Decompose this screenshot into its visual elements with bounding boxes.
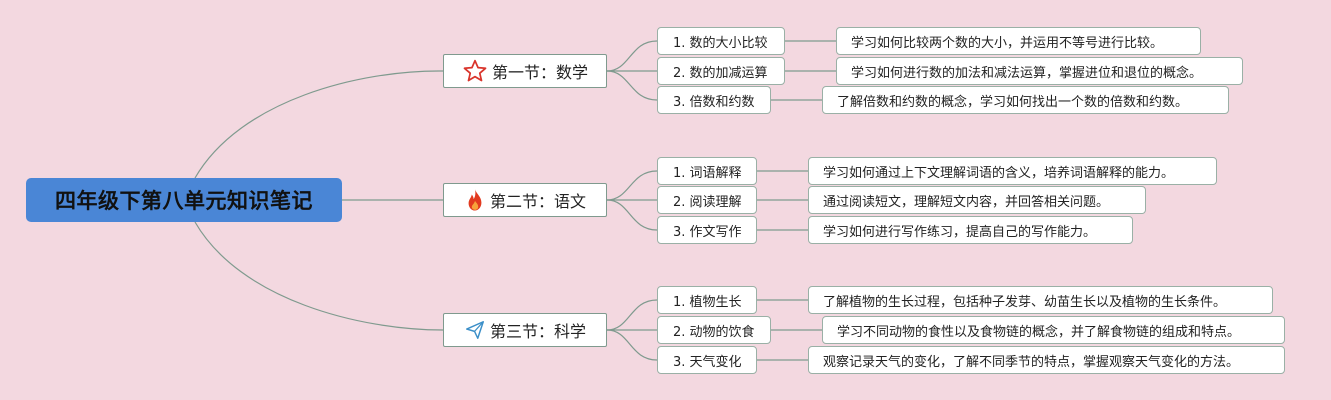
topic-description[interactable]: 了解植物的生长过程，包括种子发芽、幼苗生长以及植物的生长条件。 <box>808 286 1273 314</box>
topic-label: 3. 作文写作 <box>673 224 742 240</box>
topic-label: 1. 词语解释 <box>673 165 742 181</box>
topic-node[interactable]: 3. 倍数和约数 <box>657 86 771 114</box>
topic-description[interactable]: 了解倍数和约数的概念，学习如何找出一个数的倍数和约数。 <box>822 86 1229 114</box>
description-text: 通过阅读短文，理解短文内容，并回答相关问题。 <box>823 194 1110 210</box>
topic-node[interactable]: 1. 植物生长 <box>657 286 757 314</box>
description-text: 学习如何通过上下文理解词语的含义，培养词语解释的能力。 <box>823 165 1175 181</box>
topic-label: 1. 数的大小比较 <box>673 35 768 51</box>
description-text: 学习如何进行写作练习，提高自己的写作能力。 <box>823 224 1097 240</box>
topic-label: 3. 倍数和约数 <box>673 94 755 110</box>
topic-description[interactable]: 学习不同动物的食性以及食物链的概念，并了解食物链的组成和特点。 <box>822 316 1285 344</box>
description-text: 学习不同动物的食性以及食物链的概念，并了解食物链的组成和特点。 <box>837 324 1241 340</box>
section-science[interactable]: 第三节：科学 <box>443 313 607 347</box>
topic-description[interactable]: 观察记录天气的变化，了解不同季节的特点，掌握观察天气变化的方法。 <box>808 346 1285 374</box>
fire-icon <box>468 189 482 211</box>
topic-node[interactable]: 2. 动物的饮食 <box>657 316 771 344</box>
topic-label: 2. 动物的饮食 <box>673 324 755 340</box>
topic-description[interactable]: 学习如何进行数的加法和减法运算，掌握进位和退位的概念。 <box>836 57 1243 85</box>
topic-label: 1. 植物生长 <box>673 294 742 310</box>
topic-description[interactable]: 学习如何比较两个数的大小，并运用不等号进行比较。 <box>836 27 1201 55</box>
topic-node[interactable]: 3. 天气变化 <box>657 346 757 374</box>
topic-node[interactable]: 1. 数的大小比较 <box>657 27 785 55</box>
description-text: 观察记录天气的变化，了解不同季节的特点，掌握观察天气变化的方法。 <box>823 354 1240 370</box>
topic-node[interactable]: 3. 作文写作 <box>657 216 757 244</box>
description-text: 了解倍数和约数的概念，学习如何找出一个数的倍数和约数。 <box>837 94 1189 110</box>
topic-label: 3. 天气变化 <box>673 354 742 370</box>
central-topic-label: 四年级下第八单元知识笔记 <box>55 189 313 213</box>
paper-plane-icon <box>466 321 484 339</box>
star-icon <box>463 59 487 82</box>
topic-description[interactable]: 学习如何通过上下文理解词语的含义，培养词语解释的能力。 <box>808 157 1217 185</box>
topic-node[interactable]: 2. 阅读理解 <box>657 186 757 214</box>
central-topic[interactable]: 四年级下第八单元知识笔记 <box>26 178 342 222</box>
section-math[interactable]: 第一节：数学 <box>443 54 607 88</box>
section-title: 第二节：语文 <box>489 192 586 211</box>
topic-label: 2. 阅读理解 <box>673 194 742 210</box>
topic-node[interactable]: 2. 数的加减运算 <box>657 57 785 85</box>
description-text: 学习如何进行数的加法和减法运算，掌握进位和退位的概念。 <box>851 65 1203 81</box>
topic-label: 2. 数的加减运算 <box>673 65 768 81</box>
section-title: 第三节：科学 <box>489 322 586 341</box>
topic-node[interactable]: 1. 词语解释 <box>657 157 757 185</box>
section-chinese[interactable]: 第二节：语文 <box>443 183 607 217</box>
topic-description[interactable]: 通过阅读短文，理解短文内容，并回答相关问题。 <box>808 186 1146 214</box>
description-text: 了解植物的生长过程，包括种子发芽、幼苗生长以及植物的生长条件。 <box>823 294 1227 310</box>
topic-description[interactable]: 学习如何进行写作练习，提高自己的写作能力。 <box>808 216 1133 244</box>
section-title: 第一节：数学 <box>491 63 588 82</box>
description-text: 学习如何比较两个数的大小，并运用不等号进行比较。 <box>851 35 1164 51</box>
